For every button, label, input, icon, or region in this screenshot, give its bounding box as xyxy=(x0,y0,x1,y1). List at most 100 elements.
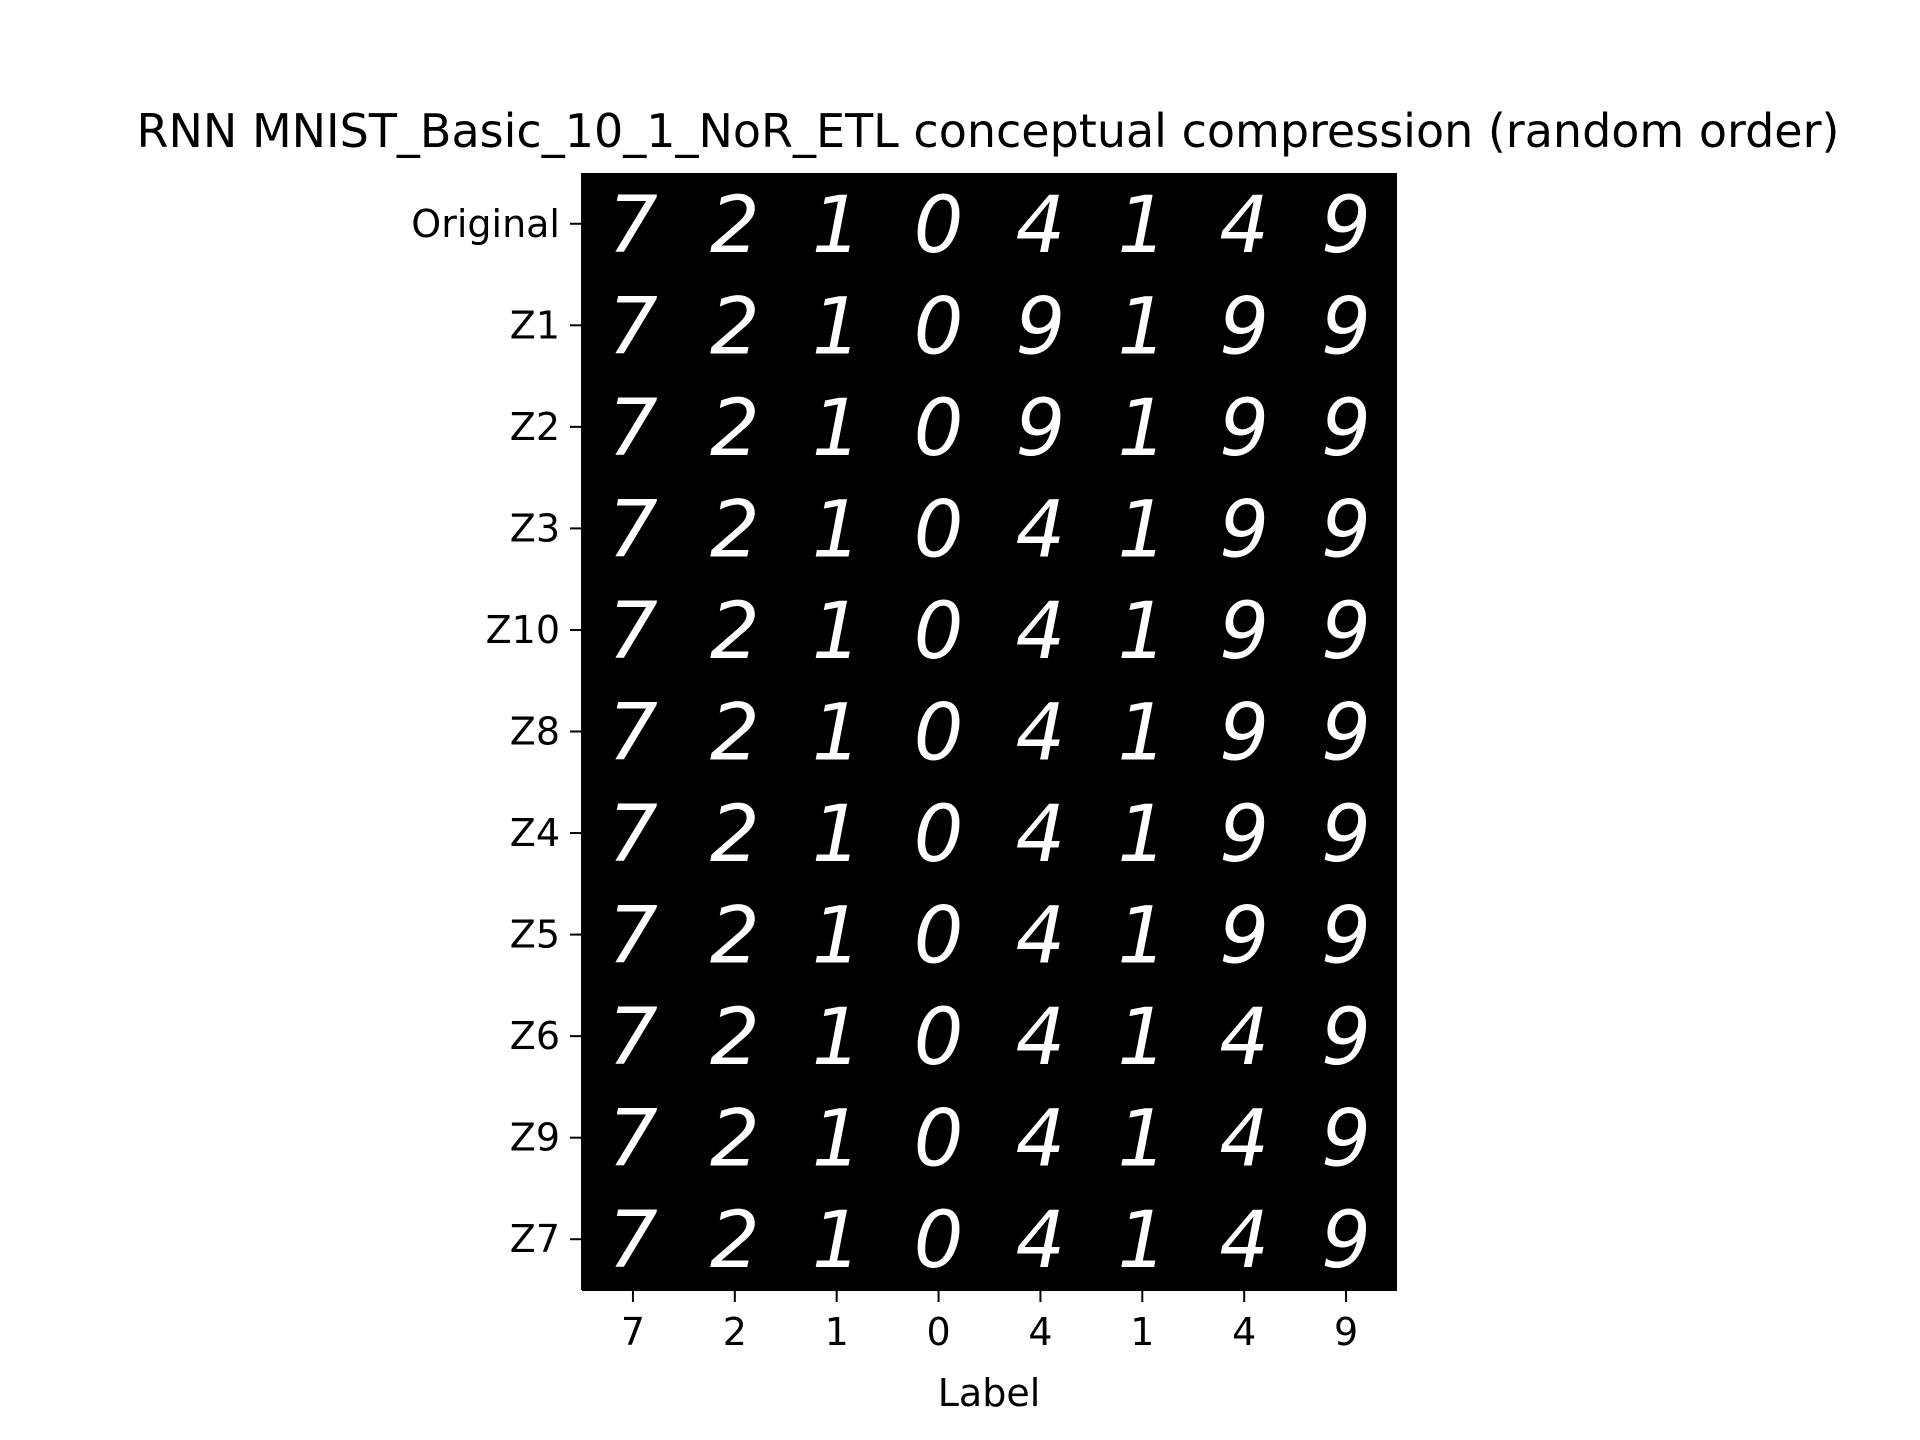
image-panel xyxy=(582,173,1397,1290)
digit-cell: 0 xyxy=(914,993,964,1083)
digit-cell: 0 xyxy=(914,689,964,779)
digit-cell: 1 xyxy=(812,689,862,779)
digit-cell: 2 xyxy=(710,892,760,982)
x-tick-label: 1 xyxy=(825,1310,849,1354)
digit-cell: 0 xyxy=(914,790,964,880)
digit-cell: 0 xyxy=(914,1095,964,1185)
digit-cell: 4 xyxy=(1016,587,1066,677)
digit-cell: 0 xyxy=(914,384,964,474)
y-tick-label: Z6 xyxy=(510,1014,560,1058)
digit-cell: 1 xyxy=(812,1196,862,1286)
digit-cell: 7 xyxy=(608,790,658,880)
digit-cell: 2 xyxy=(710,1095,760,1185)
digit-cell: 2 xyxy=(710,587,760,677)
digit-cell: 1 xyxy=(1117,485,1167,575)
x-tick-label: 0 xyxy=(926,1310,950,1354)
digit-cell: 1 xyxy=(812,1095,862,1185)
digit-cell: 9 xyxy=(1321,485,1371,575)
digit-cell: 2 xyxy=(710,282,760,372)
y-tick-label: Z3 xyxy=(510,506,560,550)
digit-cell: 9 xyxy=(1321,1196,1371,1286)
digit-cell: 2 xyxy=(710,384,760,474)
digit-cell: 2 xyxy=(710,689,760,779)
digit-cell: 9 xyxy=(1321,1095,1371,1185)
digit-cell: 9 xyxy=(1321,282,1371,372)
x-tick-label: 4 xyxy=(1232,1310,1256,1354)
y-tick-label: Z10 xyxy=(486,608,560,652)
digit-cell: 9 xyxy=(1321,689,1371,779)
digit-cell: 9 xyxy=(1219,892,1269,982)
digit-cell: 1 xyxy=(1117,1196,1167,1286)
digit-cell: 9 xyxy=(1016,282,1066,372)
digit-cell: 4 xyxy=(1219,181,1269,271)
digit-cell: 1 xyxy=(812,790,862,880)
digit-cell: 0 xyxy=(914,587,964,677)
digit-cell: 9 xyxy=(1219,587,1269,677)
digit-cell: 1 xyxy=(1117,689,1167,779)
digit-cell: 2 xyxy=(710,1196,760,1286)
digit-cell: 9 xyxy=(1321,993,1371,1083)
digit-cell: 1 xyxy=(812,384,862,474)
digit-cell: 1 xyxy=(812,282,862,372)
digit-cell: 4 xyxy=(1016,689,1066,779)
digit-cell: 4 xyxy=(1016,1095,1066,1185)
y-tick-label: Z1 xyxy=(510,303,560,347)
digit-cell: 4 xyxy=(1016,485,1066,575)
digit-cell: 1 xyxy=(1117,587,1167,677)
digit-cell: 1 xyxy=(1117,181,1167,271)
digit-cell: 4 xyxy=(1016,993,1066,1083)
digit-cell: 4 xyxy=(1219,1196,1269,1286)
digit-cell: 1 xyxy=(812,892,862,982)
digit-cell: 9 xyxy=(1219,282,1269,372)
digit-cell: 9 xyxy=(1321,587,1371,677)
x-tick-label: 4 xyxy=(1028,1310,1052,1354)
y-tick-label: Z2 xyxy=(510,405,560,449)
digit-cell: 1 xyxy=(812,485,862,575)
digit-cell: 7 xyxy=(608,689,658,779)
digit-cell: 7 xyxy=(608,181,658,271)
digit-cell: 1 xyxy=(812,993,862,1083)
digit-cell: 2 xyxy=(710,485,760,575)
digit-cell: 1 xyxy=(1117,1095,1167,1185)
y-tick-label: Original xyxy=(411,202,560,246)
digit-cell: 4 xyxy=(1016,1196,1066,1286)
y-tick-label: Z5 xyxy=(510,913,560,957)
digit-cell: 9 xyxy=(1016,384,1066,474)
digit-cell: 9 xyxy=(1219,790,1269,880)
digit-cell: 4 xyxy=(1219,1095,1269,1185)
digit-cell: 2 xyxy=(710,993,760,1083)
digit-cell: 7 xyxy=(608,892,658,982)
digit-cell: 1 xyxy=(812,181,862,271)
x-axis-label: Label xyxy=(938,1371,1041,1415)
digit-cell: 2 xyxy=(710,790,760,880)
digit-cell: 4 xyxy=(1016,892,1066,982)
digit-cell: 7 xyxy=(608,282,658,372)
chart-title: RNN MNIST_Basic_10_1_NoR_ETL conceptual … xyxy=(137,104,1840,158)
digit-cell: 9 xyxy=(1321,384,1371,474)
x-tick-label: 1 xyxy=(1130,1310,1154,1354)
digit-cell: 9 xyxy=(1219,384,1269,474)
digit-cell: 7 xyxy=(608,1196,658,1286)
digit-cell: 4 xyxy=(1016,181,1066,271)
y-tick-label: Z9 xyxy=(510,1116,560,1160)
x-tick-label: 2 xyxy=(723,1310,747,1354)
digit-cell: 0 xyxy=(914,282,964,372)
digit-cell: 2 xyxy=(710,181,760,271)
digit-cell: 4 xyxy=(1016,790,1066,880)
digit-cell: 0 xyxy=(914,485,964,575)
digit-cell: 4 xyxy=(1219,993,1269,1083)
digit-cell: 7 xyxy=(608,384,658,474)
digit-cell: 0 xyxy=(914,181,964,271)
x-tick-label: 7 xyxy=(621,1310,645,1354)
x-axis-ticks: 7 2 1 0 4 1 4 9 xyxy=(621,1290,1358,1354)
digit-cell: 7 xyxy=(608,1095,658,1185)
y-tick-label: Z8 xyxy=(510,710,560,754)
digit-cell: 1 xyxy=(1117,790,1167,880)
digit-cell: 1 xyxy=(812,587,862,677)
digit-cell: 1 xyxy=(1117,282,1167,372)
digit-cell: 9 xyxy=(1219,485,1269,575)
x-tick-label: 9 xyxy=(1334,1310,1358,1354)
